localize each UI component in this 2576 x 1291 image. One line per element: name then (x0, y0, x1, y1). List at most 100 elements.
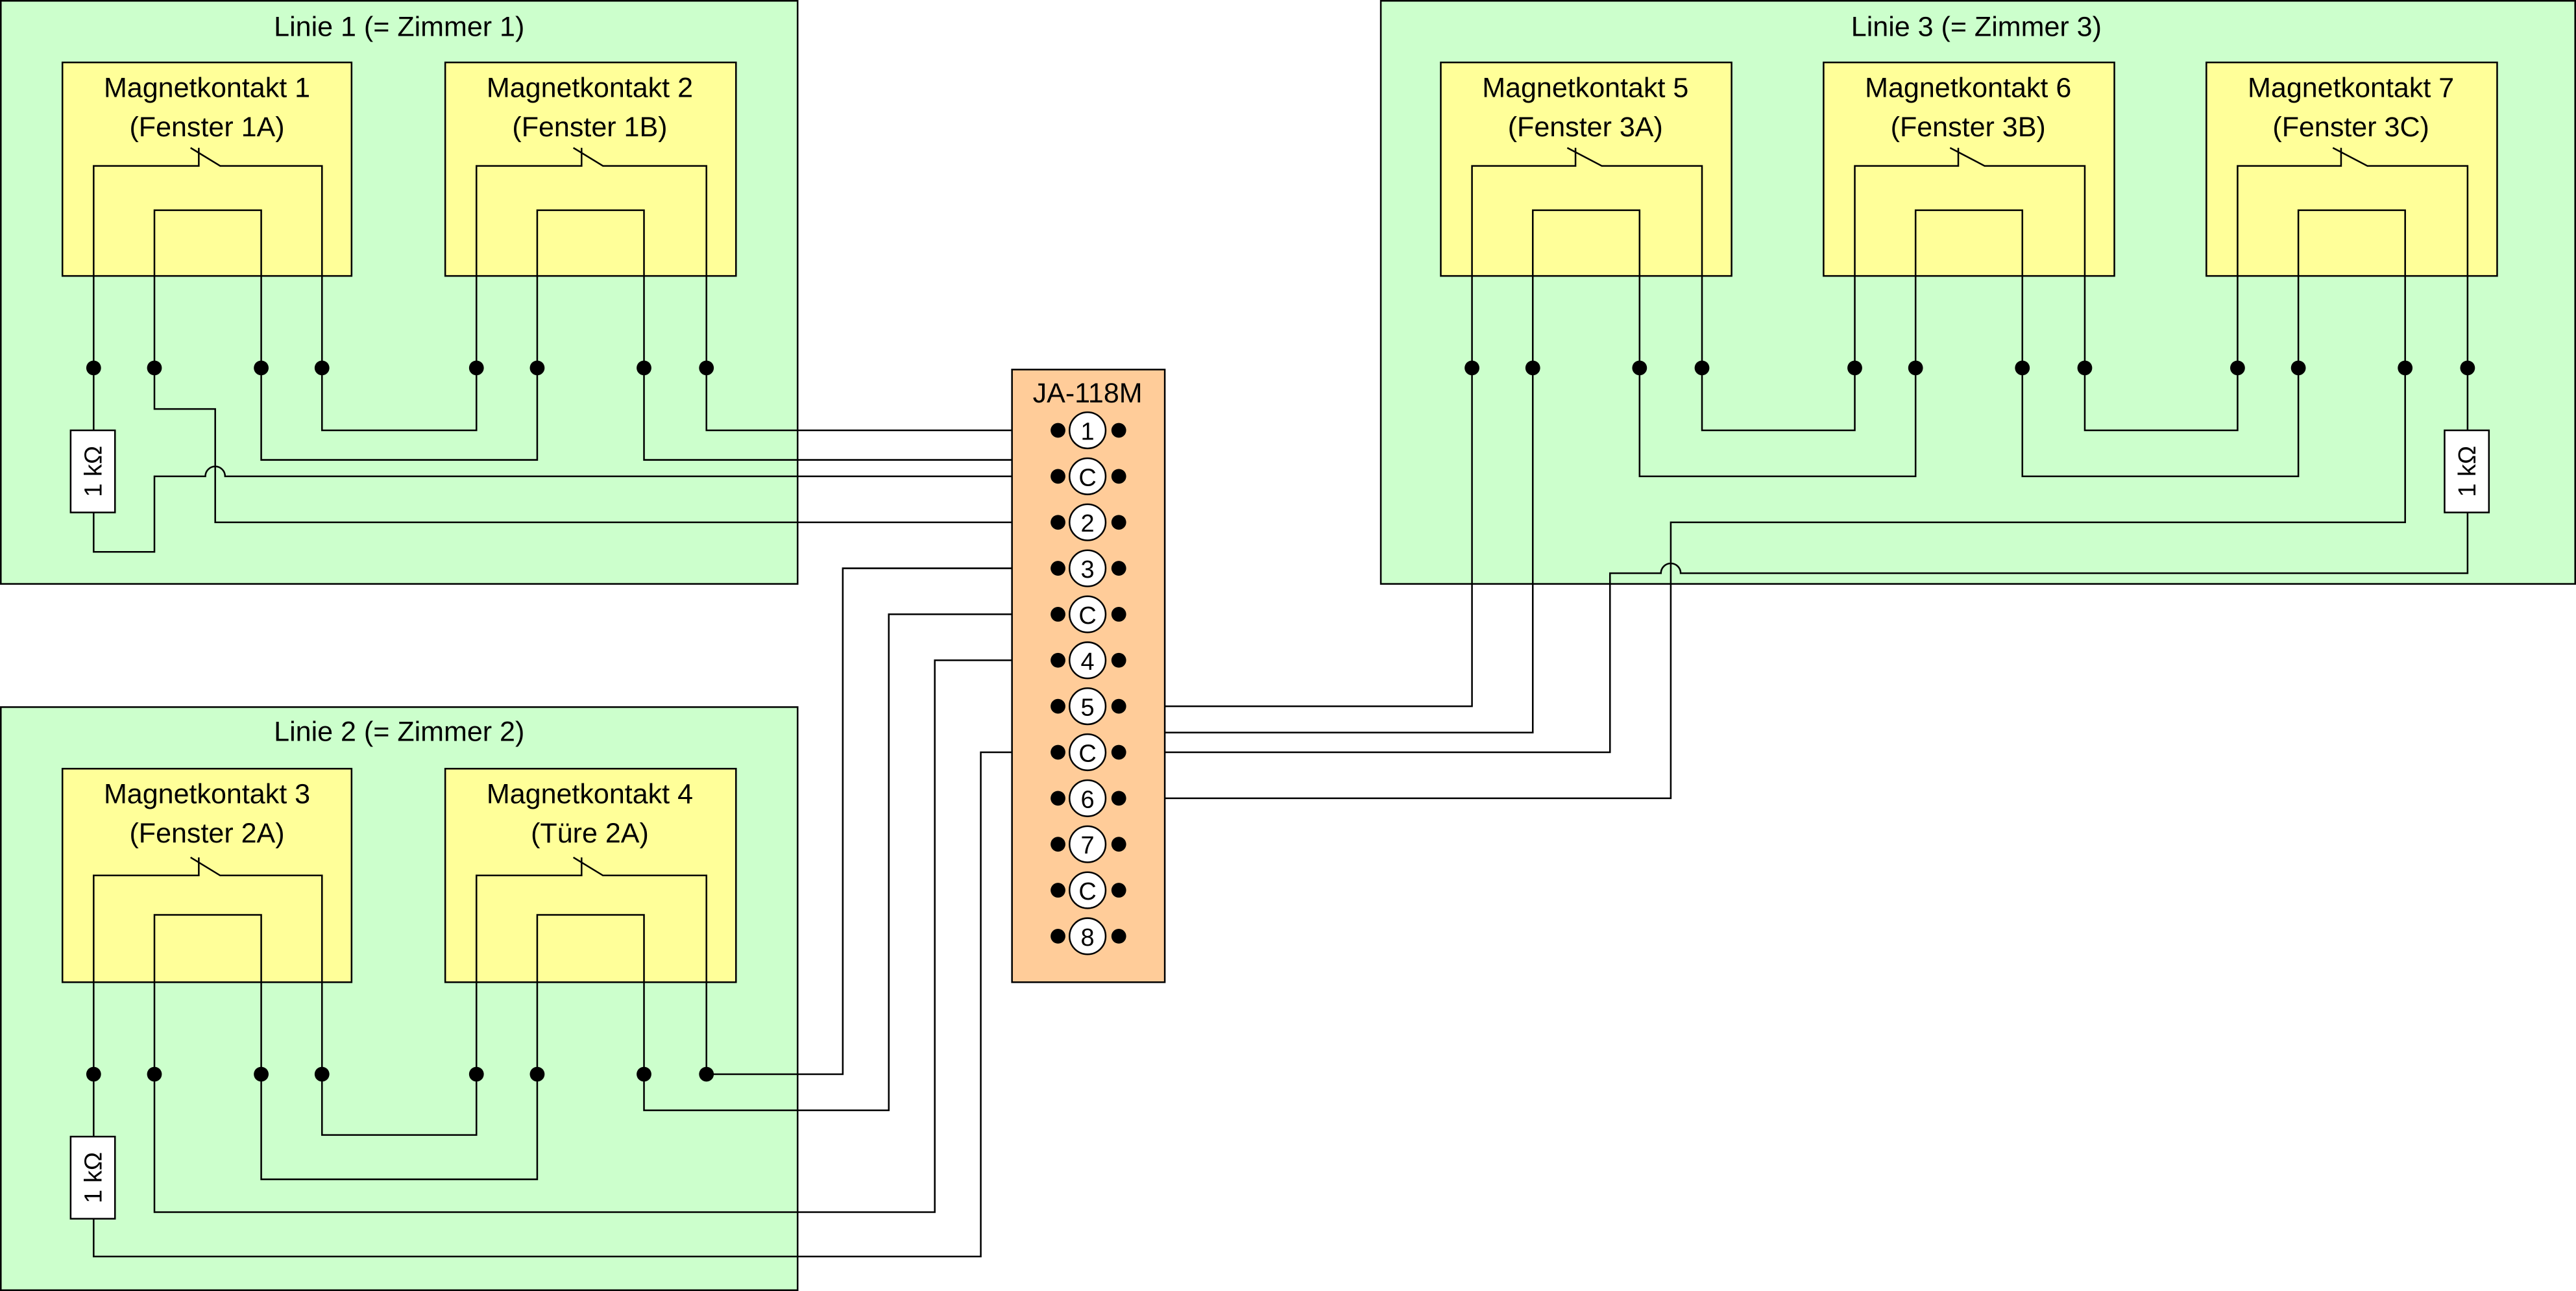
contact-loop (536, 209, 645, 368)
terminal-screw-right (1111, 791, 1126, 806)
terminal-label: 2 (1081, 510, 1095, 537)
wire-l2-resistor-return (93, 751, 1058, 1258)
reed-switch-icon (475, 856, 707, 1074)
terminal-screw-right (1111, 744, 1126, 760)
terminal-label: 1 (1081, 419, 1095, 446)
magnetkontakt-5-box (1440, 61, 1732, 277)
terminal-marker (1068, 457, 1107, 495)
terminal-marker (1068, 641, 1107, 680)
junction-dot (1525, 360, 1540, 376)
terminal-label: 7 (1081, 832, 1095, 859)
resistor-l3-label: 1 kΩ (2454, 446, 2481, 497)
terminal-marker (1068, 503, 1107, 541)
wire-l3-bridge-1269-1362 (2084, 367, 2239, 432)
junction-dot (637, 360, 651, 376)
junction-dot (2290, 360, 2306, 376)
terminal-label: C (1078, 741, 1096, 768)
terminal-7: 7 (1051, 825, 1126, 863)
magnetkontakt-5: Magnetkontakt 5 (Fenster 3A) (1440, 61, 1732, 368)
wire-l2-bridge-159-327 (260, 1074, 539, 1181)
terminal-screw-left (1051, 929, 1065, 944)
wire-l3-bridge-1036-1129 (1701, 367, 1856, 432)
terminal-screw-left (1051, 883, 1065, 898)
contact-loop (1531, 209, 1641, 368)
terminal-screw-right (1111, 561, 1126, 576)
magnetkontakt-2-box (444, 61, 737, 277)
reed-switch-icon (93, 147, 323, 368)
terminal-marker (1068, 825, 1107, 863)
wire-l1-to-terminal-2 (153, 367, 1058, 523)
terminal-screw-right (1111, 607, 1126, 622)
terminal-dots-l1 (86, 360, 714, 376)
terminal-label: C (1078, 878, 1096, 905)
contact-loop (2297, 209, 2406, 368)
resistor-l2-label: 1 kΩ (80, 1152, 107, 1203)
terminal-marker (1068, 595, 1107, 633)
wire-l2-to-terminal-3 (706, 567, 1058, 1076)
magnetkontakt-7-location: (Fenster 3C) (2272, 112, 2429, 143)
wire-l1-to-terminal-1 (705, 367, 1058, 432)
magnetkontakt-2-location: (Fenster 1B) (512, 112, 667, 143)
resistor-l2 (69, 1135, 116, 1220)
magnetkontakt-3: Magnetkontakt 3 (Fenster 2A) (61, 768, 353, 1074)
resistor-l1 (69, 429, 116, 513)
terminal-marker (1068, 687, 1107, 726)
magnetkontakt-1-box (61, 61, 353, 277)
zone-linie-3-title: Linie 3 (= Zimmer 3) (1851, 12, 2102, 43)
contact-loop (153, 209, 262, 368)
terminal-label: 4 (1081, 648, 1095, 676)
junction-dot (529, 1066, 545, 1082)
reed-switch-icon (93, 856, 323, 1074)
wire-l3-to-terminal-6 (1119, 367, 2406, 800)
reed-switch-icon (2237, 147, 2469, 368)
terminal-common: C (1051, 871, 1126, 909)
terminal-screw-left (1051, 469, 1065, 484)
magnetkontakt-2-name: Magnetkontakt 2 (487, 72, 693, 103)
magnetkontakt-1-location: (Fenster 1A) (129, 112, 284, 143)
junction-dot (1694, 360, 1710, 376)
contact-loop (536, 914, 645, 1074)
terminal-common: C (1051, 457, 1126, 495)
zone-linie-3: Linie 3 (= Zimmer 3) Magnetkontakt 5 (Fe… (1117, 0, 2576, 800)
zone-linie-2: Linie 2 (= Zimmer 2) Magnetkontakt 3 (Fe… (0, 567, 1058, 1291)
terminal-screw-right (1111, 929, 1126, 944)
terminal-screw-left (1051, 837, 1065, 852)
terminal-label: 8 (1081, 924, 1095, 952)
zone-linie-2-title: Linie 2 (= Zimmer 2) (274, 716, 524, 747)
magnetkontakt-6: Magnetkontakt 6 (Fenster 3B) (1823, 61, 2115, 368)
wire-l3-bridge-1231-1399 (2021, 367, 2300, 478)
terminal-label: 3 (1081, 556, 1095, 584)
junction-dot (86, 1066, 101, 1082)
terminal-screw-right (1111, 515, 1126, 530)
magnetkontakt-5-location: (Fenster 3A) (1508, 112, 1663, 143)
terminal-marker (1068, 411, 1107, 450)
terminal-8: 8 (1051, 917, 1126, 955)
contact-loop (1914, 209, 2024, 368)
contact-loop (153, 914, 262, 1074)
reed-switch-icon (475, 147, 707, 368)
junction-dot (699, 1066, 714, 1082)
wire-l2-to-terminal-c-b (643, 613, 1058, 1111)
terminal-label: 6 (1081, 786, 1095, 813)
junction-dot (147, 1066, 162, 1082)
junction-dot (2230, 360, 2245, 376)
junction-dot (1847, 360, 1862, 376)
terminal-screw-right (1111, 423, 1126, 438)
magnetkontakt-6-box (1823, 61, 2115, 277)
terminal-screw-left (1051, 607, 1065, 622)
junction-dot (1908, 360, 1923, 376)
terminal-4: 4 (1051, 641, 1126, 680)
junction-dot (86, 360, 101, 376)
terminal-dots-l2 (86, 1066, 714, 1082)
wire-l1-bridge-159-327 (260, 367, 539, 461)
wire-l3-resistor-return (1119, 512, 2469, 754)
wire-l2-bridge-196-290 (321, 1074, 478, 1136)
junction-dot (254, 360, 269, 376)
junction-dot (699, 360, 714, 376)
terminal-screw-left (1051, 652, 1065, 668)
reed-switch-icon (1854, 147, 2086, 368)
terminal-screw-right (1111, 652, 1126, 668)
terminal-screw-right (1111, 469, 1126, 484)
resistor-l1-label: 1 kΩ (80, 446, 107, 497)
